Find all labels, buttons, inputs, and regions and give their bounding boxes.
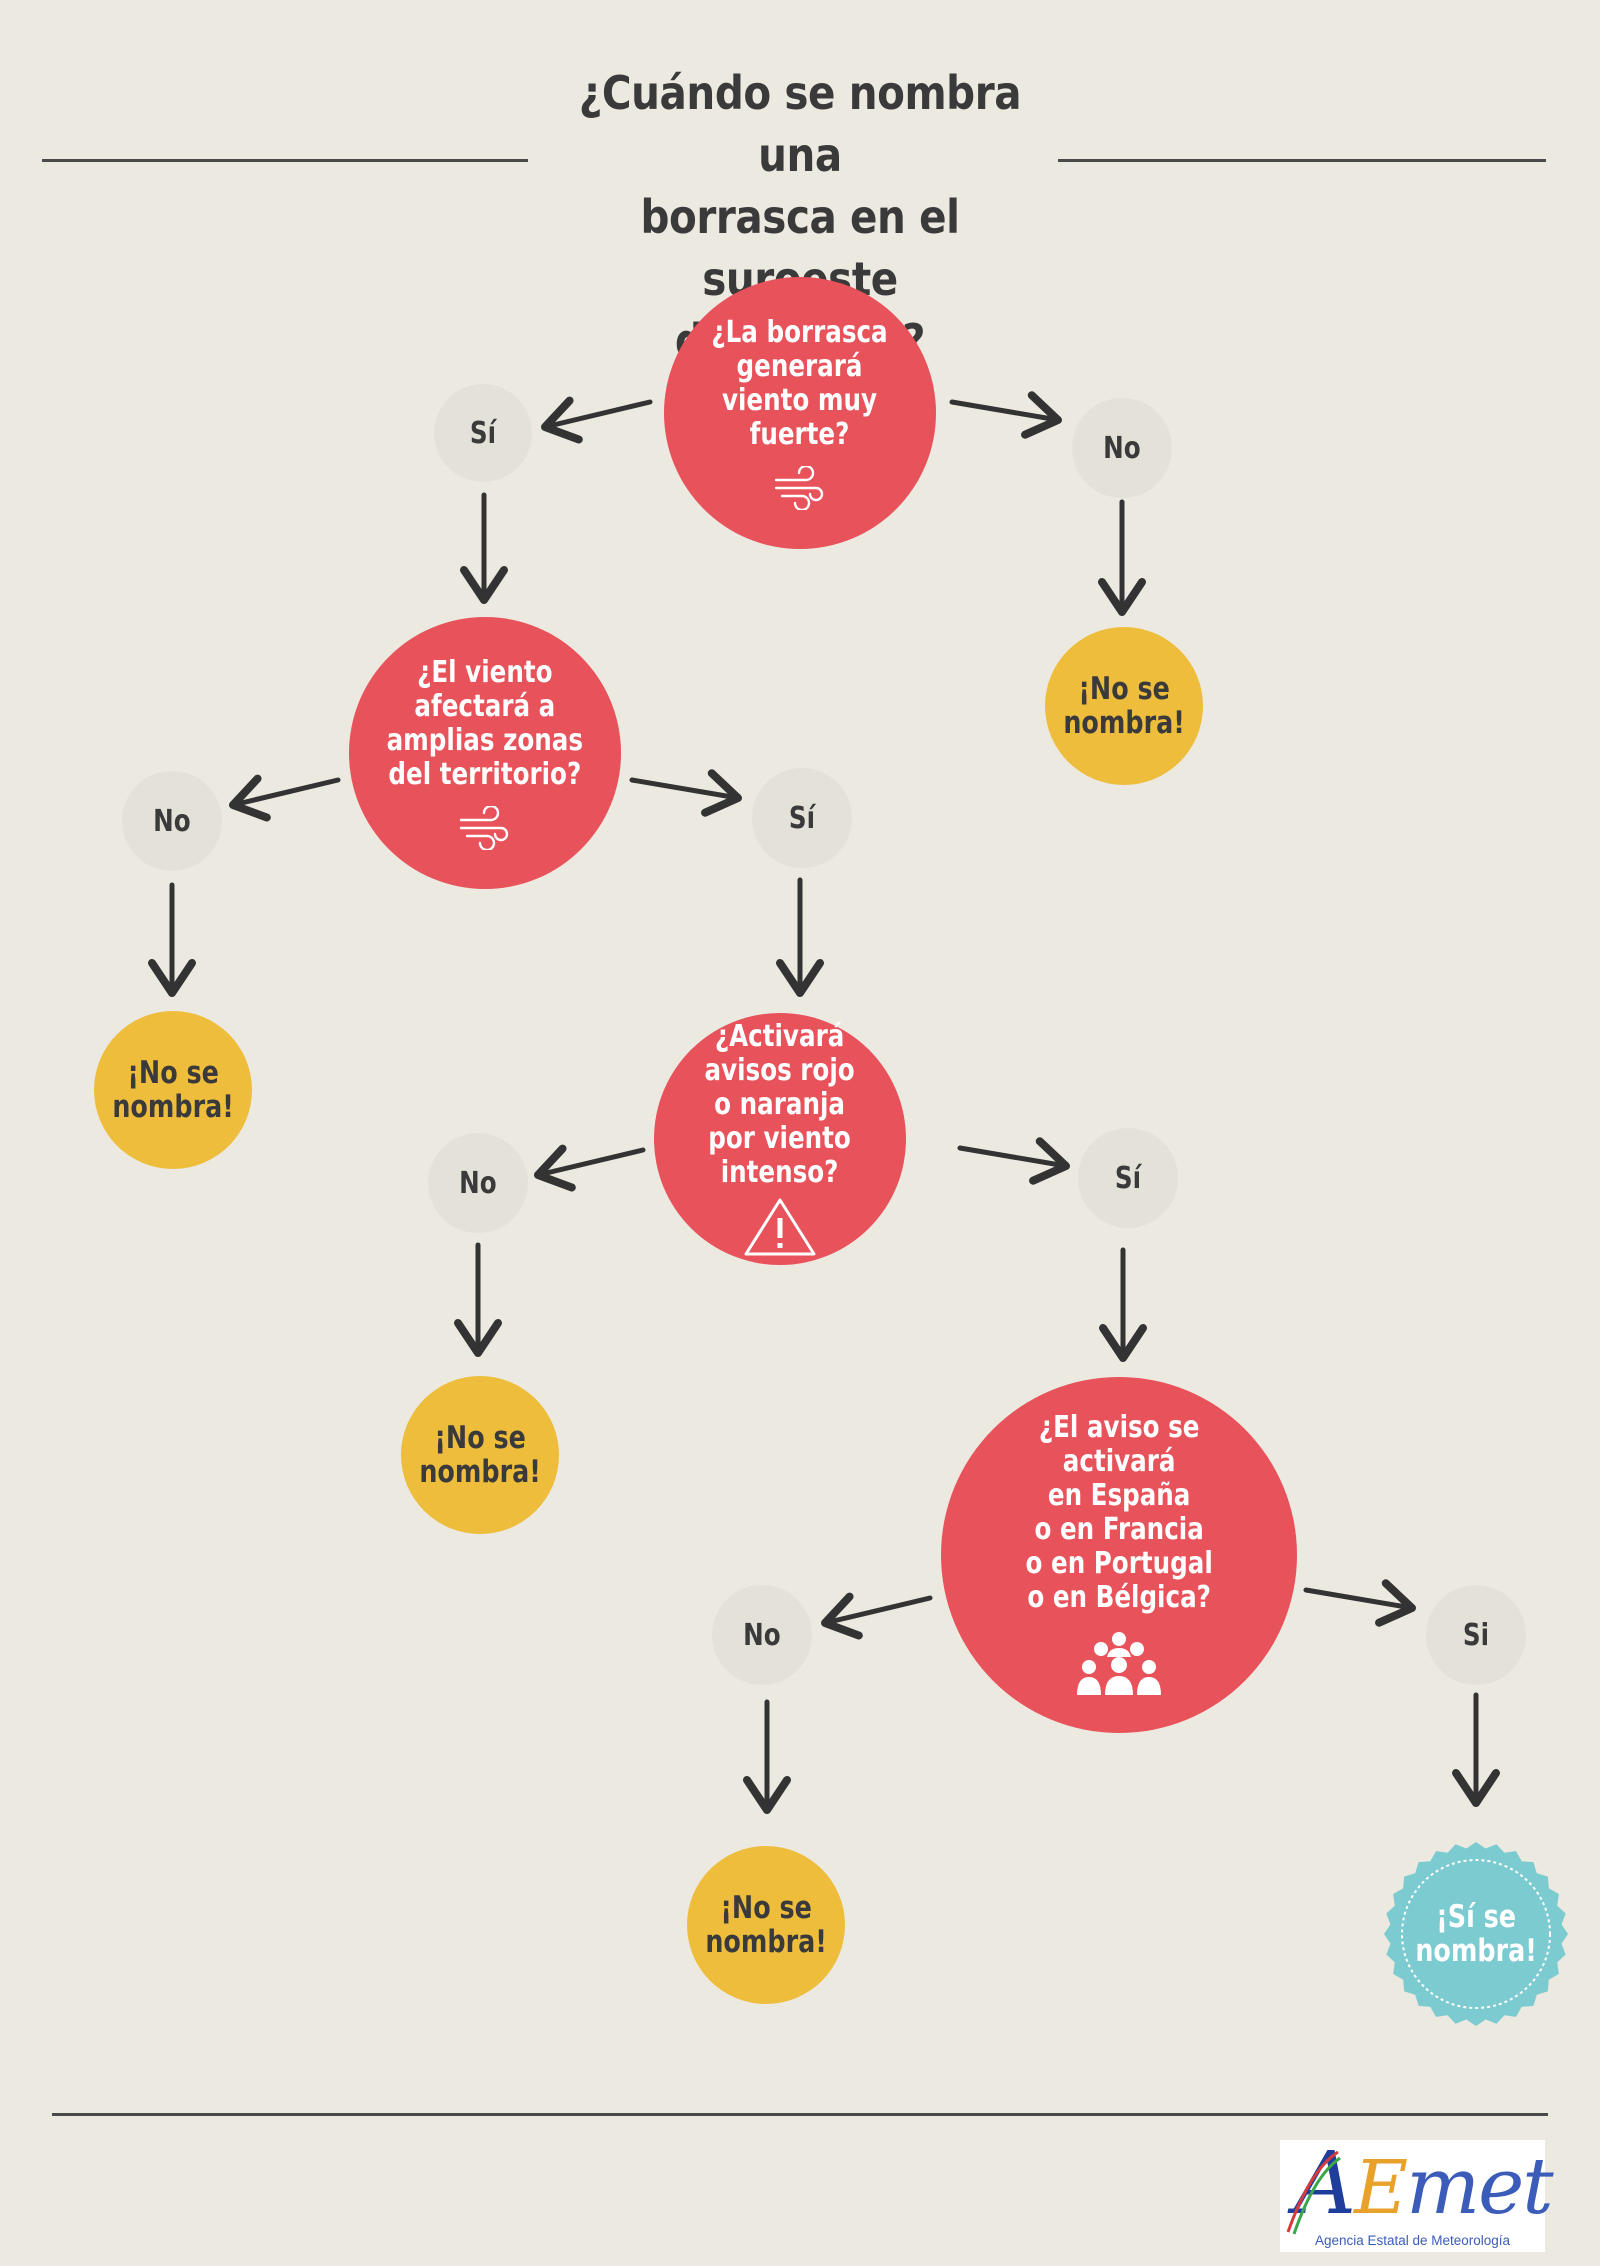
- q4-line-5: o en Portugal: [1025, 1546, 1213, 1581]
- answer-no-4: No: [712, 1585, 812, 1685]
- answer-si-4-label: Si: [1462, 1617, 1490, 1653]
- wind-icon: [459, 806, 509, 850]
- q4-line-4: o en Francia: [1034, 1512, 1204, 1547]
- named-line-1: ¡Sí se: [1436, 1899, 1516, 1935]
- answer-si-3-label: Sí: [1114, 1160, 1142, 1196]
- q2-line-3: amplias zonas: [386, 723, 584, 758]
- warning-triangle-icon: [744, 1198, 816, 1256]
- arrow-q4-no: [821, 1592, 933, 1640]
- outcome-2-line-2: nombra!: [112, 1089, 234, 1125]
- answer-si-1-label: Sí: [469, 415, 497, 451]
- logo-letter-a: A: [1294, 2134, 1356, 2234]
- answer-no-3-label: No: [459, 1165, 497, 1201]
- outcome-4-line-2: nombra!: [705, 1924, 827, 1960]
- title-rule-right: [1058, 159, 1546, 162]
- q4-line-1: ¿El aviso se: [1038, 1410, 1200, 1445]
- logo-letter-m: m: [1406, 2142, 1480, 2232]
- title-line-1: ¿Cuándo se nombra una: [578, 66, 1022, 182]
- q3-line-4: por viento: [708, 1121, 852, 1156]
- q2-line-2: afectará a: [414, 689, 556, 724]
- answer-no-1-label: No: [1103, 430, 1141, 466]
- outcome-4-line-1: ¡No se: [720, 1890, 812, 1926]
- wind-icon: [774, 466, 824, 510]
- logo-letter-e2: e: [1478, 2142, 1524, 2232]
- q3-line-5: intenso?: [721, 1155, 839, 1190]
- q1-line-3: viento muy: [722, 383, 878, 418]
- logo-rainbow-stroke: [1286, 2150, 1341, 2235]
- title-rule-left: [42, 159, 528, 162]
- logo-subtitle: Agencia Estatal de Meteorología: [1314, 2233, 1511, 2248]
- outcome-1-line-2: nombra!: [1063, 705, 1185, 741]
- q2-line-1: ¿El viento: [417, 655, 553, 690]
- outcome-3-line-1: ¡No se: [434, 1420, 526, 1456]
- q3-line-1: ¿Activará: [715, 1019, 845, 1054]
- answer-no-1: No: [1072, 398, 1172, 498]
- q4-line-3: en España: [1047, 1478, 1191, 1513]
- q4-line-2: activará: [1062, 1444, 1176, 1479]
- arrow-q4-si: [1303, 1579, 1416, 1627]
- arrow-q1-si: [541, 396, 653, 444]
- arrow-q3-si: [957, 1137, 1070, 1185]
- question-node-3: ¿Activará avisos rojo o naranja por vien…: [654, 1013, 906, 1265]
- q2-line-4: del territorio?: [388, 757, 582, 792]
- question-node-4: ¿El aviso se activará en España o en Fra…: [941, 1377, 1297, 1733]
- answer-si-2: Sí: [752, 768, 852, 868]
- named-badge-shape: [1384, 1842, 1568, 2026]
- named-line-2: nombra!: [1415, 1933, 1537, 1969]
- answer-si-4: Si: [1426, 1585, 1526, 1685]
- question-node-1: ¿La borrasca generará viento muy fuerte?: [664, 277, 936, 549]
- aemet-logo-word: AEmet: [1294, 2140, 1554, 2232]
- logo-letter-t: t: [1522, 2142, 1553, 2232]
- outcome-1-line-1: ¡No se: [1078, 671, 1170, 707]
- arrow-q1-no: [949, 391, 1062, 439]
- q1-line-2: generará: [737, 349, 863, 384]
- answer-no-3: No: [428, 1133, 528, 1233]
- answer-no-2-label: No: [153, 803, 191, 839]
- answer-si-3: Sí: [1078, 1128, 1178, 1228]
- outcome-3-line-2: nombra!: [419, 1454, 541, 1490]
- arrow-q2-no: [229, 774, 341, 822]
- footer-rule: [52, 2113, 1548, 2116]
- badge-scallop: [1384, 1842, 1568, 2026]
- q1-line-4: fuerte?: [750, 417, 850, 452]
- badge-dotted-ring: [1401, 1859, 1551, 2009]
- arrow-q3-no: [534, 1144, 646, 1192]
- q1-line-1: ¿La borrasca: [711, 315, 889, 350]
- question-node-2: ¿El viento afectará a amplias zonas del …: [349, 617, 621, 889]
- logo-letter-e: E: [1354, 2145, 1408, 2231]
- answer-si-1: Sí: [434, 384, 532, 482]
- q3-line-2: avisos rojo: [704, 1053, 856, 1088]
- q4-line-6: o en Bélgica?: [1027, 1580, 1211, 1615]
- outcome-2-line-1: ¡No se: [127, 1055, 219, 1091]
- answer-no-2: No: [122, 771, 222, 871]
- answer-no-4-label: No: [743, 1617, 781, 1653]
- people-group-icon: [1077, 1632, 1161, 1695]
- aemet-logo: AEmet Agencia Estatal de Meteorología: [1280, 2140, 1554, 2252]
- q3-line-3: o naranja: [714, 1087, 846, 1122]
- arrow-q2-si: [629, 769, 742, 817]
- answer-si-2-label: Sí: [788, 800, 816, 836]
